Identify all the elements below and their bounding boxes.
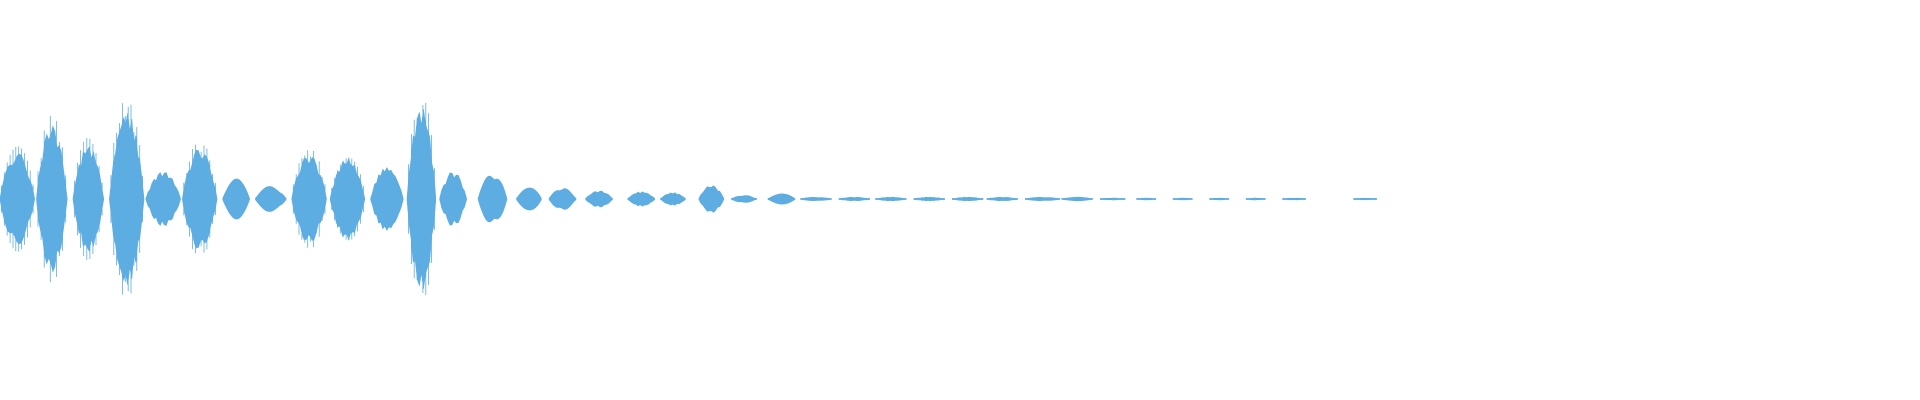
waveform-burst <box>913 196 945 202</box>
waveform-burst <box>1209 197 1230 201</box>
waveform-burst <box>1353 197 1377 201</box>
waveform-burst <box>222 178 250 220</box>
waveform-burst <box>1025 196 1061 202</box>
waveform-bursts <box>0 102 1377 296</box>
waveform-burst <box>1172 197 1193 201</box>
waveform-burst <box>731 195 757 203</box>
waveform-burst <box>660 192 686 206</box>
waveform-burst <box>1061 196 1093 202</box>
waveform-burst <box>109 113 145 285</box>
waveform-burst <box>0 154 35 244</box>
waveform-burst <box>698 185 725 213</box>
waveform-burst <box>548 188 577 210</box>
waveform-burst <box>439 172 467 226</box>
waveform-burst <box>585 190 613 208</box>
waveform-burst <box>291 157 327 241</box>
waveform-burst <box>1136 197 1157 201</box>
waveform-burst <box>767 193 796 205</box>
waveform-burst <box>145 172 181 226</box>
waveform-burst <box>627 191 655 207</box>
waveform-burst <box>477 175 508 223</box>
waveform-burst <box>255 186 287 212</box>
waveform-burst <box>329 157 366 241</box>
waveform-burst <box>952 196 984 202</box>
waveform-burst <box>370 167 404 231</box>
waveform-burst <box>516 187 542 211</box>
waveform-burst <box>182 149 218 249</box>
waveform-burst <box>1245 197 1266 201</box>
waveform-burst <box>1099 197 1126 201</box>
waveform-burst <box>875 196 907 202</box>
waveform-burst <box>1282 197 1306 201</box>
waveform-burst <box>986 196 1018 202</box>
waveform-burst <box>800 196 832 202</box>
waveform-burst <box>838 196 871 202</box>
